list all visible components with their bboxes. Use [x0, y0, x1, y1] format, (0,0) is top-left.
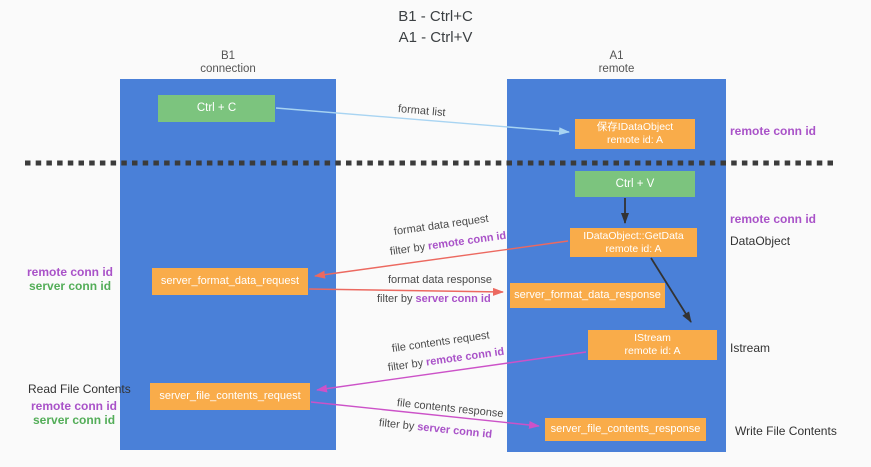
dataobject-label: DataObject	[730, 234, 791, 248]
server-conn-id-left2-label: server conn id	[33, 413, 116, 427]
remote-conn-id-top-label: remote conn id	[730, 124, 817, 138]
remote-conn-id-mid-label: remote conn id	[730, 212, 817, 226]
filter-by-text: filter by	[389, 241, 426, 258]
server-file-contents-response-box: server_file_contents_response	[545, 418, 706, 441]
remote-conn-id-text: remote conn id	[425, 345, 506, 369]
idataobject-getdata-line1: IDataObject::GetData	[583, 229, 684, 242]
right-column-name: A1	[609, 50, 624, 62]
format-data-response-label: format data response	[388, 274, 492, 286]
server-conn-id-left1-label: server conn id	[29, 279, 112, 293]
read-file-contents-label: Read File Contents	[28, 382, 131, 396]
idataobject-getdata-box: IDataObject::GetData remote id: A	[570, 228, 697, 257]
server-format-data-request-label: server_format_data_request	[160, 275, 300, 287]
server-format-data-request-box: server_format_data_request	[152, 268, 308, 295]
save-idataobject-line1: 保存IDataObject	[596, 121, 674, 133]
istream-line2: remote id: A	[624, 345, 681, 357]
remote-conn-id-text: remote conn id	[427, 229, 508, 253]
save-idataobject-box: 保存IDataObject remote id: A	[575, 119, 695, 149]
server-file-contents-request-label: server_file_contents_request	[159, 390, 301, 402]
istream-box: IStream remote id: A	[588, 330, 717, 360]
left-column-name: B1	[220, 50, 236, 62]
right-column-header: A1 remote	[507, 50, 726, 76]
server-file-contents-response-label: server_file_contents_response	[550, 423, 701, 435]
ctrl-v-box: Ctrl + V	[575, 171, 695, 197]
server-format-data-response-box: server_format_data_response	[510, 283, 665, 308]
format-list-label: format list	[397, 103, 447, 120]
diagram-title: B1 - Ctrl+C A1 - Ctrl+V	[0, 6, 871, 48]
server-conn-id-text: server conn id	[415, 293, 491, 305]
title-line-2: A1 - Ctrl+V	[398, 29, 473, 46]
title-line-1: B1 - Ctrl+C	[398, 8, 473, 25]
save-idataobject-line2: remote id: A	[606, 134, 664, 146]
filter-by-text: filter by	[377, 293, 413, 305]
filter-by-text: filter by	[378, 417, 415, 433]
istream-line1: IStream	[634, 332, 671, 344]
filter-by-text: filter by	[387, 357, 424, 374]
istream-side-label: Istream	[730, 341, 771, 355]
remote-conn-id-left2-label: remote conn id	[31, 399, 118, 413]
ctrl-c-label: Ctrl + C	[196, 102, 237, 114]
idataobject-getdata-line2: remote id: A	[605, 242, 662, 255]
server-format-data-response-label: server_format_data_response	[514, 289, 661, 301]
server-file-contents-request-box: server_file_contents_request	[150, 383, 310, 410]
left-column-role: connection	[200, 63, 256, 75]
right-column-role: remote	[598, 63, 635, 75]
server-conn-id-text: server conn id	[416, 421, 493, 441]
remote-conn-id-left1-label: remote conn id	[27, 265, 114, 279]
ctrl-v-label: Ctrl + V	[615, 177, 655, 190]
file-contents-response-label: file contents response	[396, 397, 505, 421]
write-file-contents-label: Write File Contents	[735, 424, 837, 438]
left-column-header: B1 connection	[120, 50, 336, 76]
format-data-response-arrow	[308, 287, 504, 296]
ctrl-c-box: Ctrl + C	[158, 95, 275, 122]
